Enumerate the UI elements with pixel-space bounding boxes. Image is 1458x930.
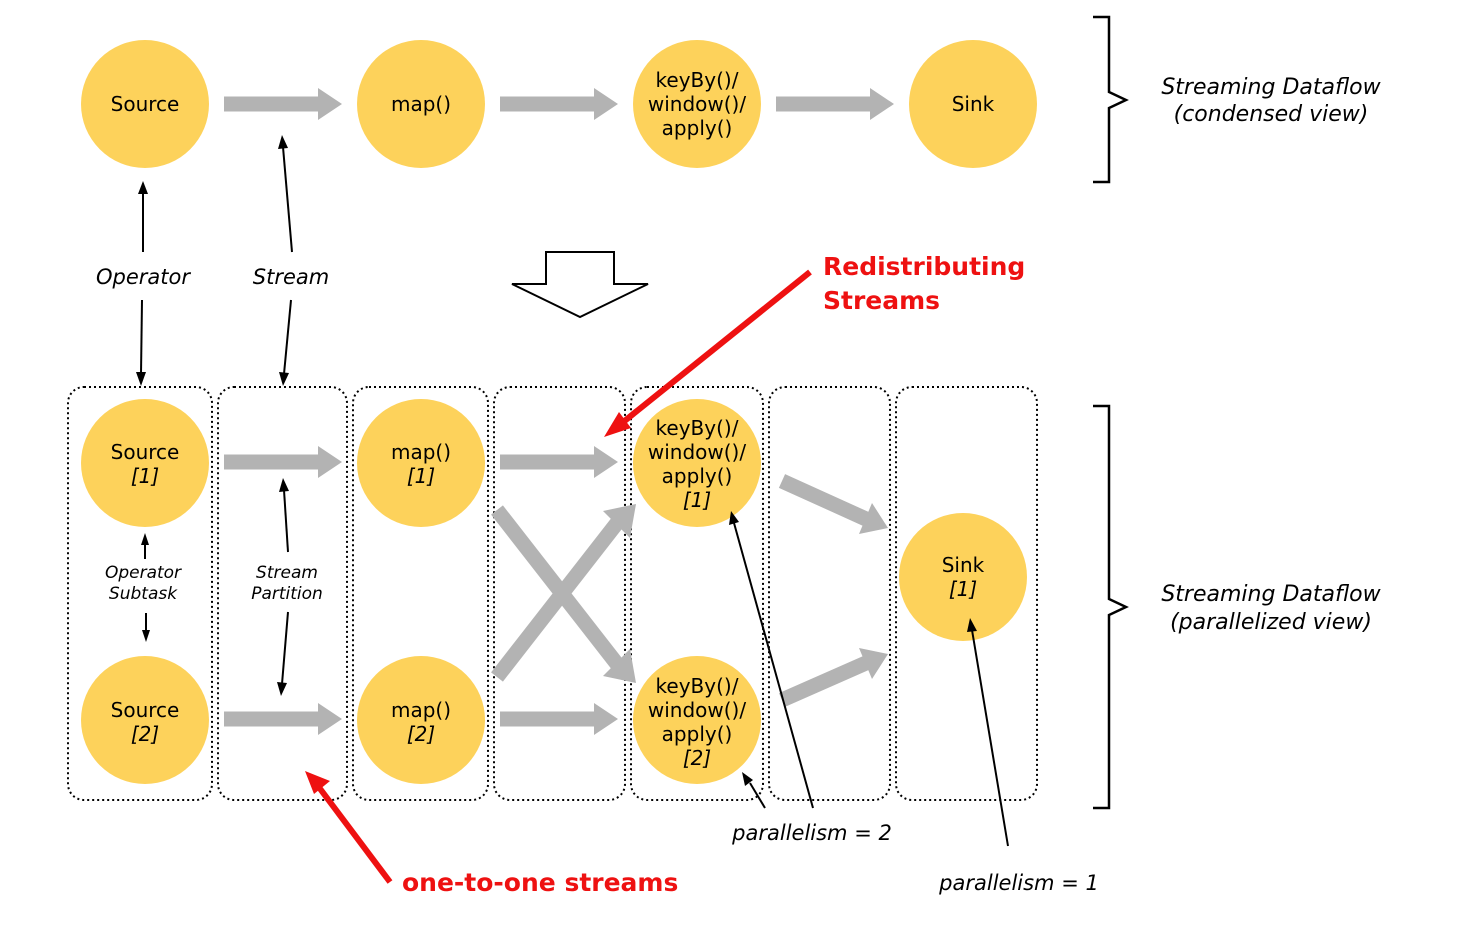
parallelized-view-label-1: Streaming Dataflow	[1161, 582, 1381, 607]
annotation-stream: Stream	[253, 135, 329, 386]
cross-arrow-down	[491, 505, 623, 669]
window-1-index: [1]	[683, 488, 711, 512]
annotation-operator-subtask: Operator Subtask	[105, 533, 182, 642]
map-1-label: map()	[391, 440, 451, 464]
column-map	[352, 386, 489, 801]
parallel-flow-arrows	[224, 446, 888, 735]
condensed-flow-arrow-1	[224, 88, 342, 120]
operator-subtask-label-2: Subtask	[109, 584, 178, 604]
annotation-stream-partition: Stream Partition	[251, 478, 323, 696]
flow-window1-sink	[778, 474, 888, 534]
operator-subtask-label-1: Operator	[105, 563, 182, 583]
source-2-label: Source	[111, 698, 180, 722]
redistributing-label-2: Streams	[823, 286, 940, 315]
window-1-label-3: apply()	[662, 464, 733, 488]
condensed-node-source: Source	[81, 40, 209, 168]
parallel-node-window-2: keyBy()/ window()/ apply() [2]	[633, 656, 761, 784]
one-to-one-label: one-to-one streams	[402, 868, 678, 897]
condensed-source-label: Source	[111, 92, 180, 116]
column-source	[67, 386, 213, 801]
flow-source2-map2	[224, 703, 342, 735]
window-2-label-2: window()/	[648, 698, 746, 722]
window-2-label-1: keyBy()/	[656, 674, 739, 698]
condensed-map-circle	[357, 40, 485, 168]
flow-source1-map1	[224, 446, 342, 478]
parallel-node-map-1: map() [1]	[357, 399, 485, 527]
map-2-label: map()	[391, 698, 451, 722]
annotation-parallelism-1: parallelism = 1	[938, 618, 1099, 895]
sink-1-index: [1]	[949, 577, 977, 601]
window-2-index: [2]	[683, 746, 711, 770]
flow-map2-window2	[500, 703, 618, 735]
parallel-node-sink-1: Sink [1]	[899, 513, 1027, 641]
parallel-node-window-1: keyBy()/ window()/ apply() [1]	[633, 399, 761, 527]
condensed-source-circle	[81, 40, 209, 168]
condensed-window-label-3: apply()	[662, 116, 733, 140]
stream-partition-label-1: Stream	[256, 563, 318, 583]
condensed-flow-arrow-3	[776, 88, 894, 120]
source-1-label: Source	[111, 440, 180, 464]
condensed-view-label-2: (condensed view)	[1174, 102, 1369, 127]
map-1-index: [1]	[407, 464, 435, 488]
condensed-sink-label: Sink	[952, 92, 995, 116]
annotation-parallelism-2: parallelism = 2	[729, 511, 892, 845]
parallel-node-source-1: Source [1]	[81, 399, 209, 527]
parallelized-view-label-2: (parallelized view)	[1170, 610, 1372, 635]
callout-redistributing-streams: Redistributing Streams	[604, 250, 1028, 437]
source-2-index: [2]	[131, 722, 159, 746]
operator-label: Operator	[96, 265, 191, 289]
parallel-node-map-2: map() [2]	[357, 656, 485, 784]
sink-1-label: Sink	[942, 553, 985, 577]
condensed-node-sink: Sink	[909, 40, 1037, 168]
condensed-window-label-2: window()/	[648, 92, 746, 116]
redistributing-label-1: Redistributing	[823, 252, 1025, 281]
parallel-columns	[67, 386, 1038, 801]
column-window	[630, 386, 764, 801]
window-1-label-1: keyBy()/	[656, 416, 739, 440]
condensed-node-window: keyBy()/ window()/ apply()	[633, 40, 761, 168]
window-1-label-2: window()/	[648, 440, 746, 464]
condensed-view: Source map() keyBy()/ window()/ apply() …	[81, 15, 1382, 184]
flow-map1-window1	[500, 446, 618, 478]
condensed-brace	[1093, 15, 1129, 184]
condensed-sink-circle	[909, 40, 1037, 168]
condensed-flow-arrow-2	[500, 88, 618, 120]
cross-arrow-up	[491, 518, 623, 682]
callout-one-to-one-streams: one-to-one streams	[305, 771, 681, 900]
stream-partition-label-2: Partition	[251, 584, 323, 604]
parallelism-2-label: parallelism = 2	[731, 821, 892, 845]
map-2-index: [2]	[407, 722, 435, 746]
source-1-index: [1]	[131, 464, 159, 488]
condensed-view-label-1: Streaming Dataflow	[1161, 75, 1381, 100]
parallel-nodes: Source [1] Source [2] map() [1] map() [2…	[81, 399, 1027, 784]
condensed-map-label: map()	[391, 92, 451, 116]
condensed-window-label-1: keyBy()/	[656, 68, 739, 92]
flow-window2-sink	[778, 648, 888, 707]
window-2-label-3: apply()	[662, 722, 733, 746]
condensed-window-circle	[633, 40, 761, 168]
parallelism-1-label: parallelism = 1	[938, 871, 1099, 895]
parallel-node-source-2: Source [2]	[81, 656, 209, 784]
annotation-operator: Operator	[96, 181, 191, 386]
condensed-node-map: map()	[357, 40, 485, 168]
parallelized-brace	[1093, 404, 1129, 810]
redistribute-cross-arrows	[491, 504, 636, 683]
transform-down-arrow	[511, 251, 649, 319]
stream-label: Stream	[253, 265, 329, 289]
column-stream-3	[768, 386, 891, 801]
column-stream-1	[217, 386, 348, 801]
